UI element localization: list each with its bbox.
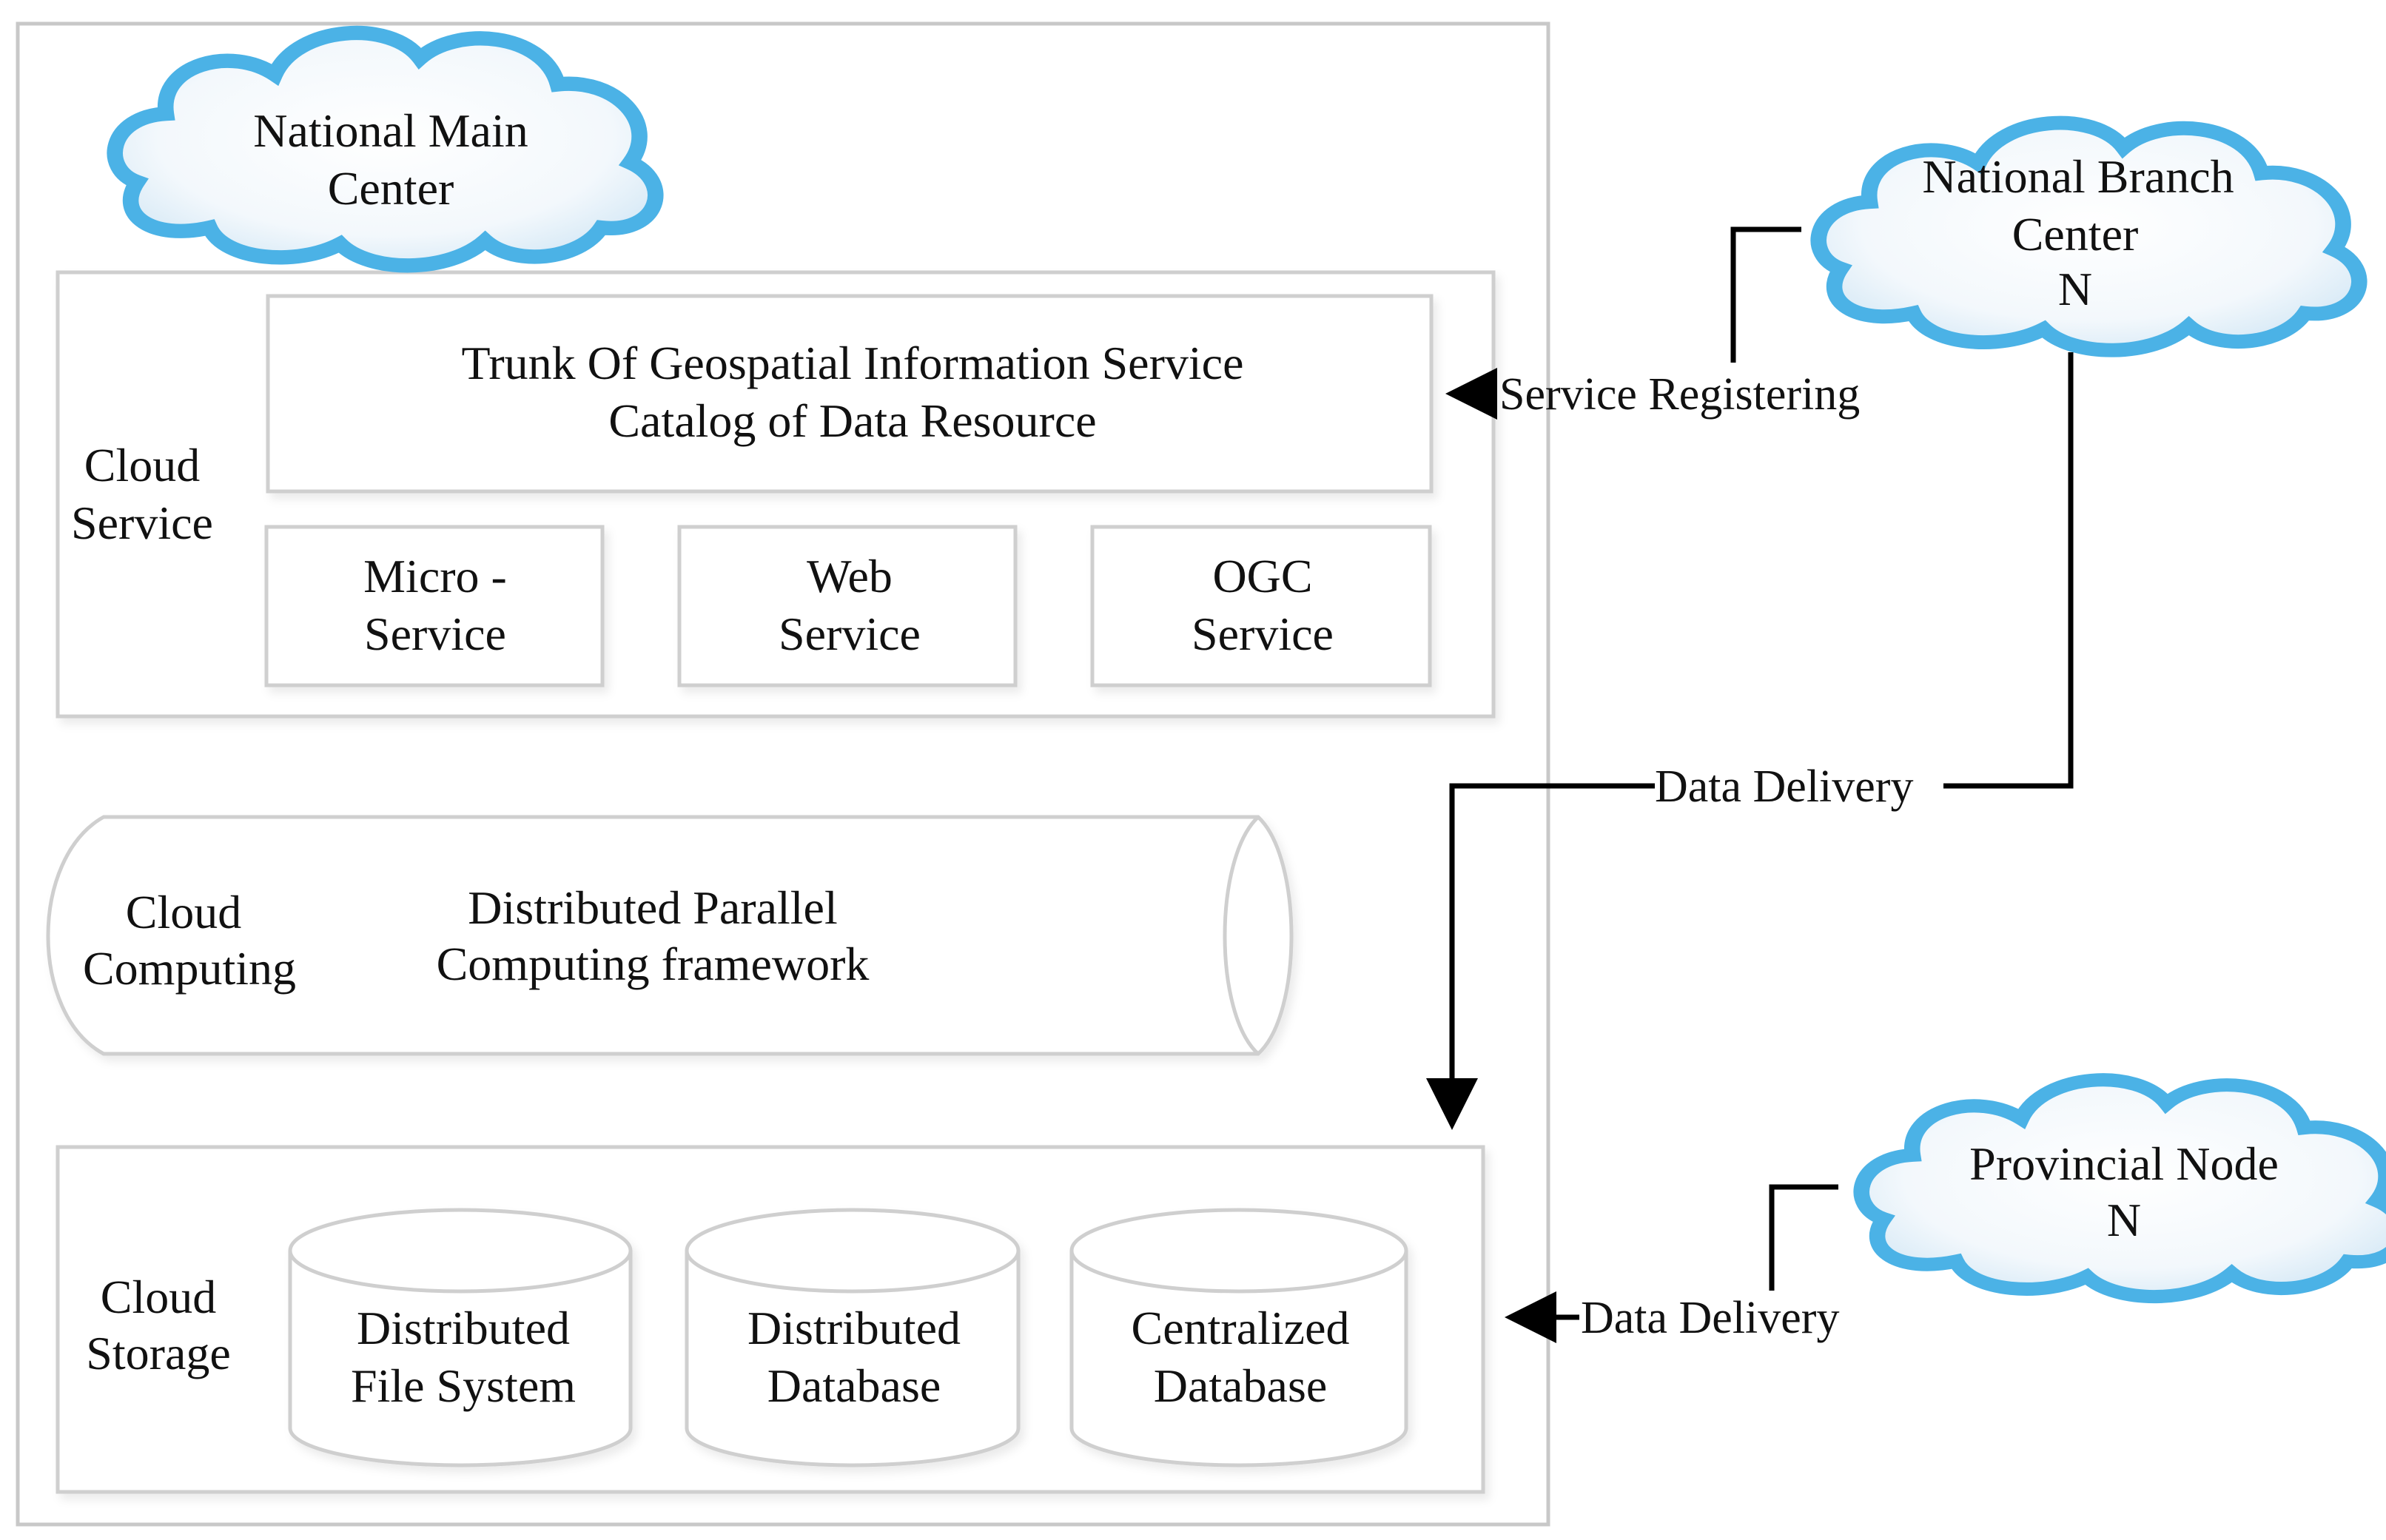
micro-service-box	[264, 525, 605, 687]
cloud-service-label: Cloud	[84, 439, 200, 491]
micro-service-line-1: Micro -	[363, 550, 507, 602]
dfs-line-2: File System	[351, 1359, 576, 1412]
national-main-line-1: National Main	[253, 104, 528, 157]
ogc-service-box	[1090, 525, 1432, 687]
trunk-line-1: Trunk Of Geospatial Information Service	[462, 337, 1244, 389]
dfs-line-1: Distributed	[357, 1302, 570, 1354]
service-registering-label: Service Registering	[1499, 369, 1860, 420]
cloud-storage-label: Cloud	[101, 1271, 216, 1323]
ddb-line-2: Database	[767, 1359, 941, 1412]
cloud-storage-label-2: Storage	[86, 1327, 231, 1379]
distributed-file-system-cylinder	[288, 1208, 633, 1467]
distributed-database-cylinder	[685, 1208, 1021, 1467]
ogc-service-line-1: OGC	[1212, 550, 1312, 602]
national-branch-line-1: National Branch	[1922, 150, 2234, 203]
provincial-data-delivery-label: Data Delivery	[1581, 1293, 1839, 1343]
national-main-line-2: Center	[328, 162, 454, 215]
framework-line-1: Distributed Parallel	[468, 881, 837, 934]
trunk-line-2: Catalog of Data Resource	[608, 394, 1096, 447]
provincial-data-delivery-connector	[1505, 1184, 1838, 1343]
cdb-line-1: Centralized	[1132, 1302, 1350, 1354]
ddb-line-1: Distributed	[747, 1302, 961, 1354]
framework-line-2: Computing framework	[437, 938, 870, 990]
cloud-computing-label: Cloud	[126, 886, 241, 938]
cloud-service-label-2: Service	[71, 497, 213, 549]
branch-data-delivery-label: Data Delivery	[1655, 761, 1913, 812]
web-service-box	[677, 525, 1018, 687]
national-branch-line-3: N	[2058, 263, 2092, 315]
service-registering-connector	[1445, 226, 1801, 420]
cdb-line-2: Database	[1154, 1359, 1328, 1412]
cloud-computing-label-2: Computing	[83, 942, 296, 995]
provincial-line-1: Provincial Node	[1969, 1137, 2279, 1190]
branch-data-delivery-connector	[1426, 352, 2074, 1130]
cloud-computing-cylinder	[46, 815, 1294, 1056]
micro-service-line-2: Service	[364, 608, 506, 660]
centralized-database-cylinder	[1069, 1208, 1408, 1467]
provincial-line-2: N	[2107, 1194, 2141, 1246]
web-service-line-1: Web	[807, 550, 893, 602]
national-branch-line-2: Center	[2012, 208, 2139, 260]
trunk-catalog-box	[266, 294, 1434, 494]
web-service-line-2: Service	[779, 608, 921, 660]
ogc-service-line-2: Service	[1192, 608, 1334, 660]
